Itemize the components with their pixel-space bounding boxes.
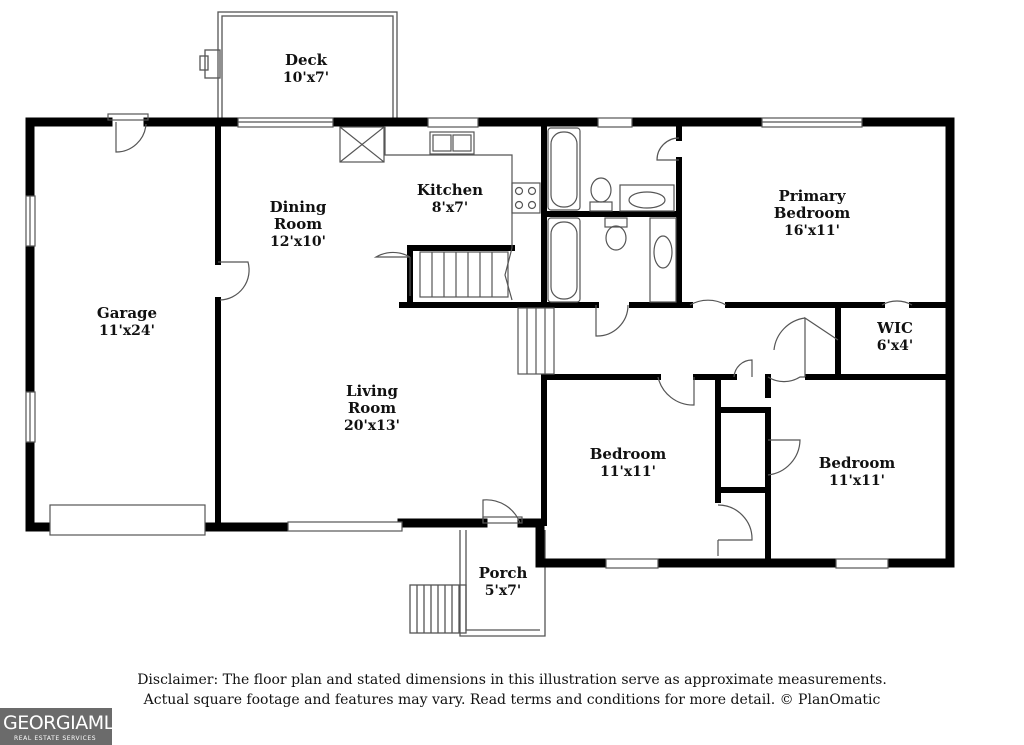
logo-main-text: GEORGIAMLS <box>3 712 126 734</box>
kitchen-fixtures <box>339 126 541 301</box>
logo-sub-text: REAL ESTATE SERVICES <box>14 735 97 742</box>
windows <box>25 117 889 569</box>
bedroom-2-dim: 11'x11' <box>829 473 885 489</box>
garage-dim: 11'x24' <box>99 323 155 339</box>
deck-name: Deck <box>285 51 328 69</box>
disclaimer-line-1: Disclaimer: The floor plan and stated di… <box>137 672 887 688</box>
kitchen-dim: 8'x7' <box>432 200 468 216</box>
doors <box>107 113 913 556</box>
disclaimer-line-2: Actual square footage and features may v… <box>143 692 881 708</box>
stairs <box>419 251 555 375</box>
porch-name: Porch <box>479 564 528 582</box>
dining-name-line-2: Room <box>274 215 322 233</box>
interior-walls <box>215 119 953 566</box>
georgia-mls-logo: GEORGIAMLS REAL ESTATE SERVICES <box>0 708 126 745</box>
primary-name-line-1: Primary <box>778 187 846 205</box>
bedroom-2-name: Bedroom <box>819 454 896 472</box>
living-dim: 20'x13' <box>344 418 400 434</box>
room-labels: Deck 10'x7' Garage 11'x24' Dining Room 1… <box>97 51 913 599</box>
porch-dim: 5'x7' <box>485 583 521 599</box>
primary-dim: 16'x11' <box>784 223 840 239</box>
living-name-line-2: Room <box>348 399 396 417</box>
dining-dim: 12'x10' <box>270 234 326 250</box>
dining-name-line-1: Dining <box>270 198 327 216</box>
bedroom-1-name: Bedroom <box>590 445 667 463</box>
bedroom-1-dim: 11'x11' <box>600 464 656 480</box>
bathroom-fixtures <box>547 127 677 303</box>
exterior-walls <box>25 117 955 568</box>
kitchen-name: Kitchen <box>417 181 483 199</box>
living-name-line-1: Living <box>346 382 399 400</box>
wic-dim: 6'x4' <box>877 338 913 354</box>
garage-name: Garage <box>97 304 157 322</box>
primary-name-line-2: Bedroom <box>774 204 851 222</box>
deck-dim: 10'x7' <box>283 70 329 86</box>
wic-name: WIC <box>876 319 913 337</box>
porch-outline <box>409 530 546 637</box>
